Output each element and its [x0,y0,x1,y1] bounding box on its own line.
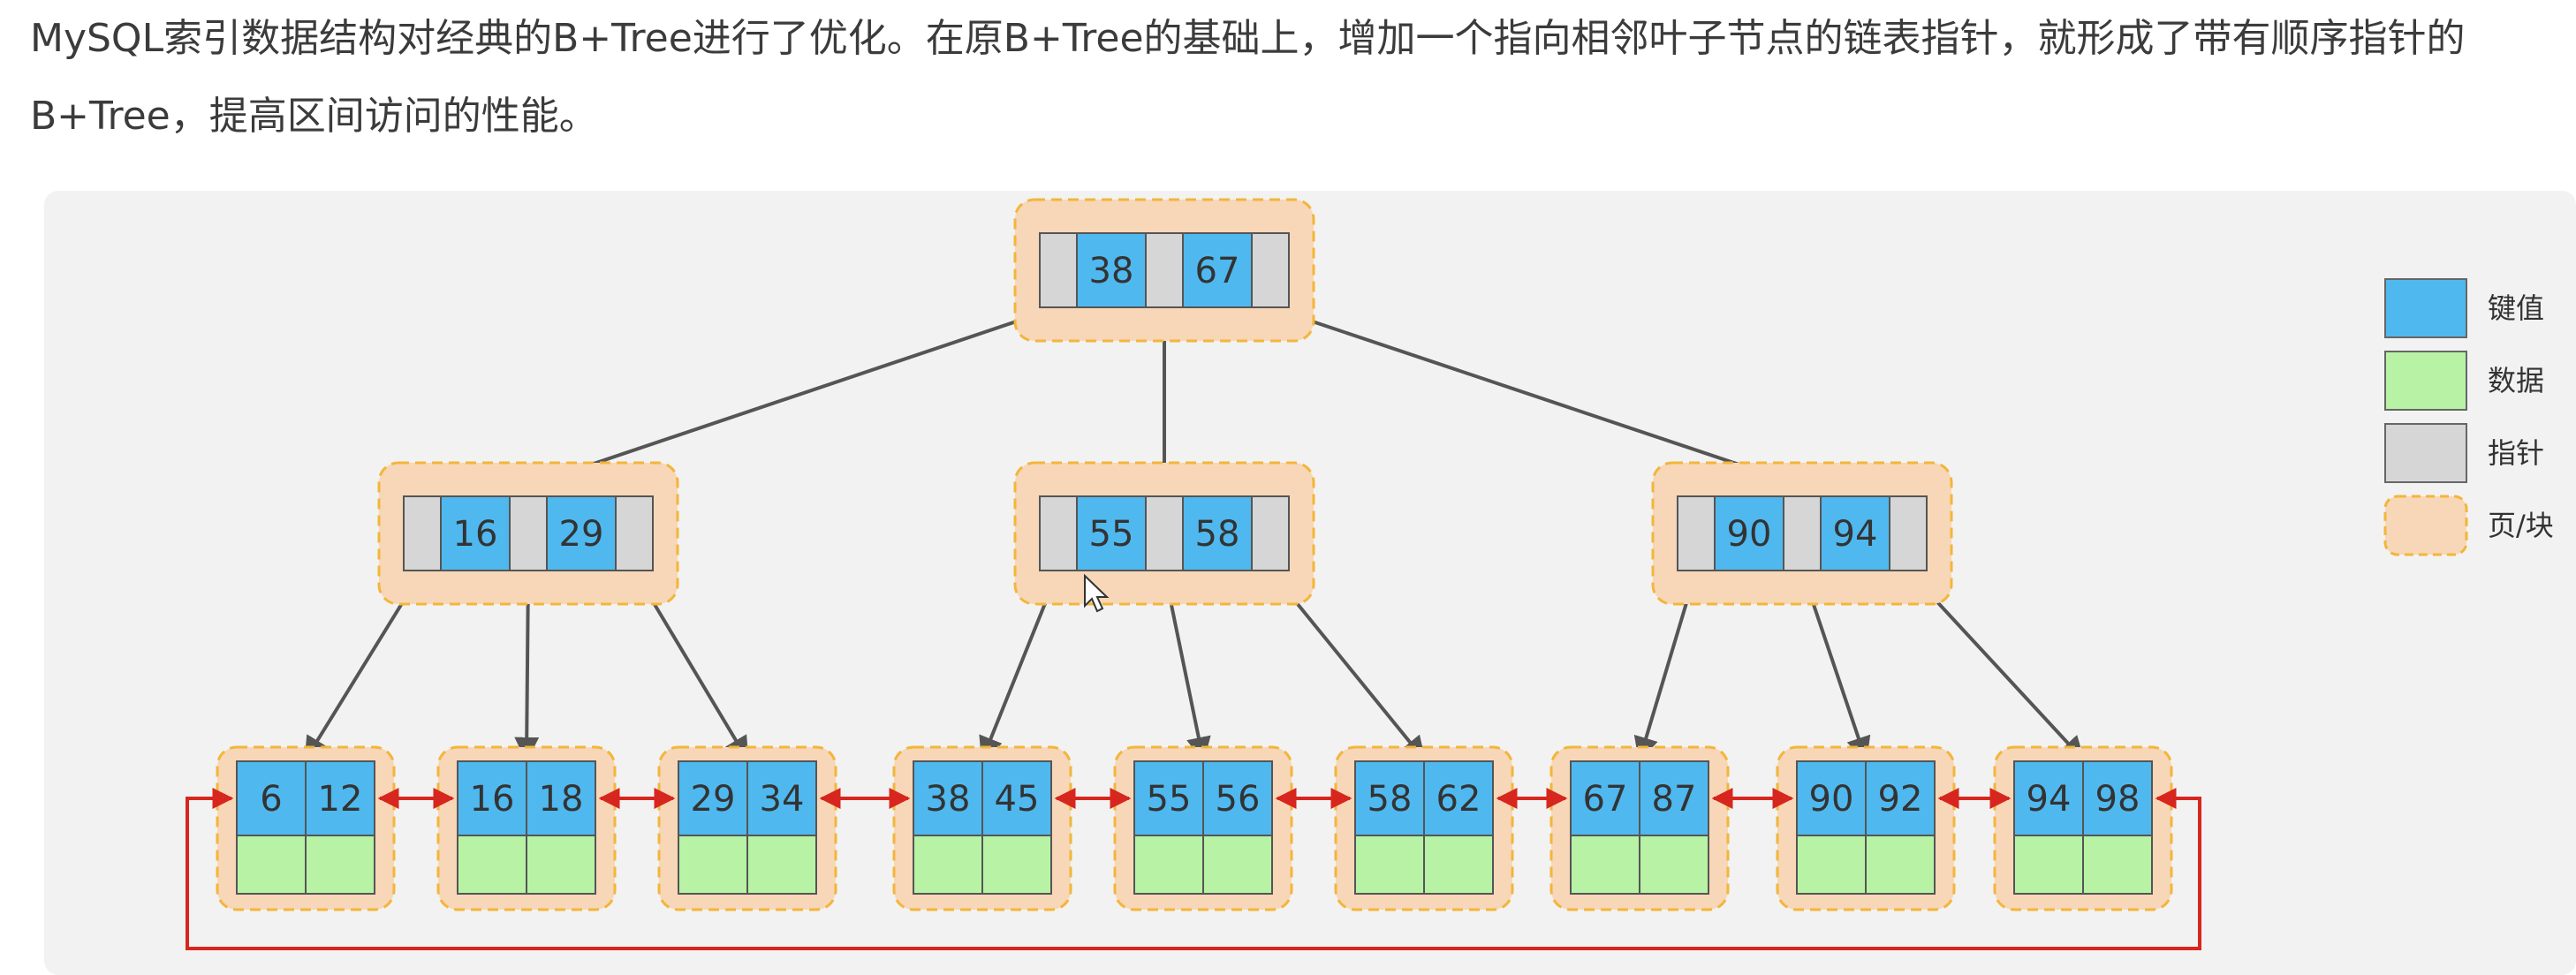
leaf-node-5-key-label: 56 [1216,779,1261,820]
leaf-node-6-key-label: 62 [1436,779,1481,820]
leaf-node-2-key-label: 16 [470,779,515,820]
leaf-loop-link [186,788,2201,950]
internal-node-2-key [1182,495,1253,571]
leaf-node-1-key-label: 12 [318,779,363,820]
leaf-node-5-data [1202,835,1273,895]
leaf-links [186,788,2201,950]
leaf-node-4-key-label: 38 [926,779,971,820]
legend-swatch-key [2384,278,2467,338]
internal-node-3-key [1714,495,1784,571]
internal-node-3-pointer [1677,495,1716,571]
root-node-pointer [1251,232,1290,308]
leaf-node-1-data [236,835,307,895]
internal-node-1-key [546,495,617,571]
legend-label-pointer: 指针 [2488,436,2544,470]
leaf-node-3-key-label: 34 [760,779,805,820]
leaf-node-7-data [1570,835,1640,895]
internal-node-2-key-label: 55 [1089,514,1134,555]
leaf-node-8-key-label: 90 [1809,779,1854,820]
root-node-key [1076,232,1147,308]
legend-label-data: 数据 [2488,364,2544,397]
root-node-key-label: 38 [1089,251,1134,291]
internal-node-1-key-label: 16 [453,514,498,555]
leaf-node-4-data [913,835,983,895]
leaf-node-2-key-label: 18 [539,779,584,820]
leaf-node-9-data [2082,835,2153,895]
leaf-node-3-key-label: 29 [691,779,736,820]
diagram-svg: 38 67 16 29 55 58 90 94 6 12 16 18 29 34 38 45 55 56 58 62 6… [186,198,2554,950]
internal-node-2-pointer [1039,495,1078,571]
internal-node-2-key-label: 58 [1195,514,1240,555]
internal-node-3-key [1820,495,1890,571]
leaf-node-9-key-label: 98 [2095,779,2140,820]
legend-swatch-pointer [2384,423,2467,483]
internal-node-2-pointer [1145,495,1184,571]
bplus-tree-diagram: 38 67 16 29 55 58 90 94 6 12 16 18 29 34 38 45 55 56 58 62 6… [44,191,2576,975]
leaf-node-8-data [1865,835,1936,895]
leaf-node-1-key-label: 6 [260,779,282,820]
internal-node-2-pointer [1251,495,1290,571]
leaf-node-6-data [1354,835,1425,895]
internal-node-3-key-label: 90 [1727,514,1772,555]
internal-node-1-key-label: 29 [559,514,604,555]
leaf-node-1-data [305,835,375,895]
leaf-node-5-key-label: 55 [1147,779,1192,820]
legend-label-page: 页/块 [2488,509,2554,542]
leaf-node-2-data [457,835,527,895]
leaf-node-5-data [1133,835,1204,895]
internal-node-1-pointer [403,495,442,571]
leaf-node-9-data [2013,835,2084,895]
leaf-node-4-key-label: 45 [995,779,1040,820]
legend-label-key: 键值 [2488,291,2544,325]
leaf-node-4-data [981,835,1052,895]
internal-node-3-pointer [1783,495,1822,571]
root-node-key [1182,232,1253,308]
leaf-node-2-data [526,835,596,895]
leaf-node-9-key-label: 94 [2027,779,2072,820]
leaf-node-8-key-label: 92 [1878,779,1923,820]
leaf-node-7-key-label: 67 [1583,779,1628,820]
internal-node-1-pointer [615,495,654,571]
leaf-node-6-key-label: 58 [1368,779,1413,820]
leaf-node-7-data [1639,835,1709,895]
root-node-pointer [1039,232,1078,308]
leaf-node-7-key-label: 87 [1652,779,1697,820]
leaf-node-3-data [678,835,748,895]
internal-node-3-pointer [1889,495,1928,571]
leaf-node-3-data [746,835,817,895]
internal-node-2-key [1076,495,1147,571]
leaf-node-8-data [1796,835,1867,895]
legend-swatch-page [2383,495,2468,556]
root-node-pointer [1145,232,1184,308]
legend-swatch-data [2384,351,2467,411]
internal-node-3-key-label: 94 [1833,514,1878,555]
leaf-node-6-data [1423,835,1494,895]
intro-paragraph: MySQL索引数据结构对经典的B+Tree进行了优化。在原B+Tree的基础上，… [30,16,2466,139]
mouse-cursor-icon [1084,573,1110,613]
root-node-key-label: 67 [1195,251,1240,291]
internal-node-1-pointer [509,495,548,571]
